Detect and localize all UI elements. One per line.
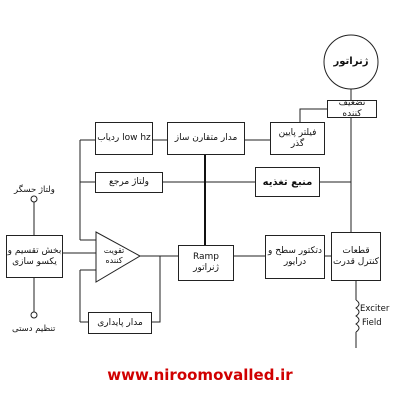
- reference-voltage-block: ولتاژ مرجع: [95, 172, 163, 193]
- field-label: Field: [362, 318, 382, 328]
- manual-adjust-label: تنظیم دستی: [12, 324, 56, 334]
- lowpass-filter-block: فیلتر پایین گذر: [270, 122, 325, 155]
- exciter-label: Exciter: [360, 304, 390, 314]
- generator-label: ژنراتور: [333, 56, 369, 67]
- ramp-generator-block: Ramp ژنراتور: [178, 245, 234, 281]
- level-detector-block: دتکتور سطح و درایور: [265, 235, 325, 279]
- website-url[interactable]: www.niroomovalled.ir: [107, 366, 293, 384]
- ramp-label: Ramp: [192, 252, 220, 262]
- generator-symbol: [323, 34, 379, 90]
- synchronizer-block: مدار متقارن ساز: [167, 122, 245, 155]
- amplifier-label: تقویت کننده: [103, 246, 125, 265]
- power-control-block: قطعات کنترل قدرت: [331, 232, 381, 281]
- attenuator-block: تضعیف کننده: [327, 98, 377, 119]
- stability-block: مدار پایداری: [88, 312, 152, 334]
- ramp-generator-label: ژنراتور: [193, 263, 219, 273]
- sense-voltage-label: ولتاژ حسگر: [14, 185, 55, 195]
- low-hz-tracker-block: ردیاب low hz: [95, 122, 153, 155]
- power-supply-block: منبع تغذیه: [255, 167, 320, 197]
- divider-rectifier-block: بخش تقسیم و یکسو سازی: [6, 235, 63, 278]
- amplifier-symbol: [95, 231, 142, 283]
